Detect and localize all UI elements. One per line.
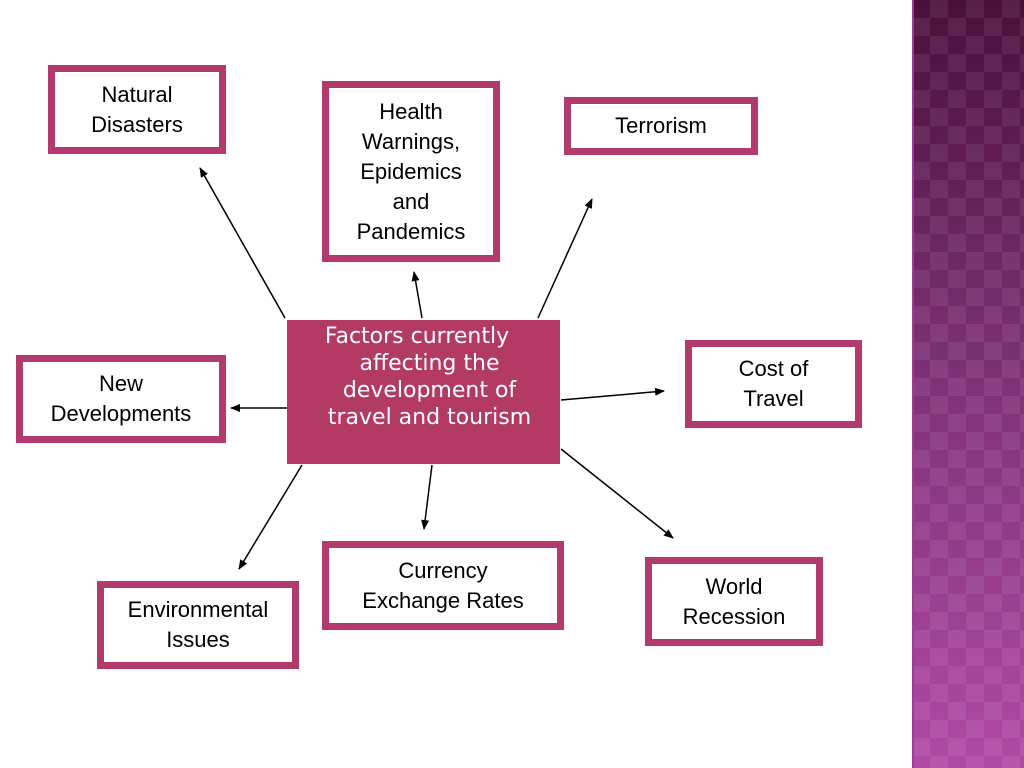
arrow-to-cost-of-travel (560, 387, 665, 401)
center-topic-box: Factors currently affecting the developm… (287, 320, 560, 464)
factor-label-natural-disasters: Natural Disasters (91, 81, 183, 137)
arrow-to-terrorism (537, 198, 593, 319)
side-band-edge (912, 0, 914, 768)
factor-label-terrorism: Terrorism (615, 113, 707, 138)
factor-box-environmental-issues: Environmental Issues (97, 581, 299, 669)
factor-label-currency-exchange-rates: Currency Exchange Rates (362, 557, 524, 613)
factor-label-world-recession: World Recession (682, 573, 786, 629)
factor-box-cost-of-travel: Cost of Travel (685, 340, 862, 428)
factor-box-terrorism: Terrorism (564, 97, 758, 155)
factor-box-new-developments: New Developments (16, 355, 226, 443)
center-topic-label: Factors currently affecting the developm… (324, 324, 532, 430)
arrow-to-natural-disasters (199, 167, 286, 319)
factor-label-health-warnings: Health Warnings, Epidemics and Pandemics (356, 98, 466, 244)
factor-box-world-recession: World Recession (645, 557, 823, 646)
factor-box-natural-disasters: Natural Disasters (48, 65, 226, 154)
arrow-to-health-warnings (411, 271, 423, 319)
factor-label-new-developments: New Developments (50, 371, 192, 426)
factor-box-currency-exchange-rates: Currency Exchange Rates (322, 541, 564, 630)
factor-box-health-warnings: Health Warnings, Epidemics and Pandemics (322, 81, 500, 262)
decorative-side-band (912, 0, 1024, 768)
arrow-to-world-recession (560, 448, 674, 539)
arrow-to-currency-exchange-rates (421, 464, 433, 530)
arrow-to-environmental-issues (238, 464, 303, 570)
factor-label-environmental-issues: Environmental Issues (127, 597, 269, 652)
factor-label-cost-of-travel: Cost of Travel (738, 356, 809, 411)
